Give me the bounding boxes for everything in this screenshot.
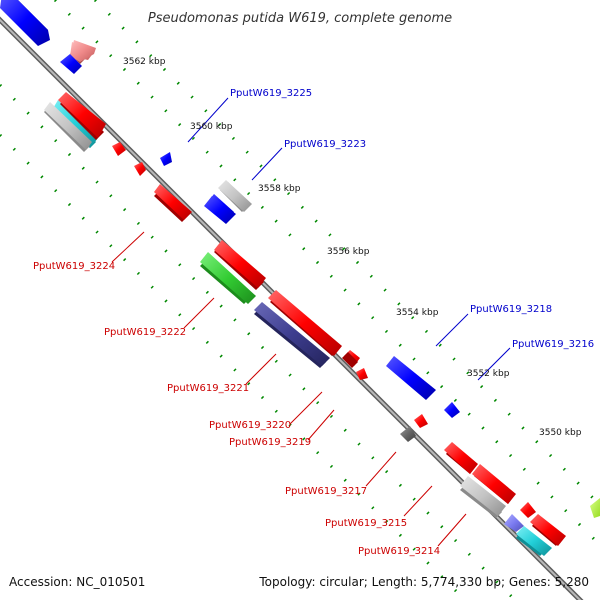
leader-3215: [403, 485, 433, 517]
gene-arrow-red-right-2[interactable]: [472, 464, 516, 504]
map-title: Pseudomonas putida W619, complete genome: [148, 11, 452, 26]
leader-3219: [307, 409, 335, 441]
scale-label-3552: 3552 kbp: [467, 369, 510, 379]
scale-label-3558: 3558 kbp: [258, 184, 301, 194]
gene-box-lime-edge[interactable]: [590, 498, 600, 518]
gene-label-3217[interactable]: PputW619_3217: [285, 486, 367, 497]
gene-arrow-red-3217[interactable]: [414, 414, 428, 428]
gene-box-lavender[interactable]: [504, 514, 524, 532]
scale-label-3554: 3554 kbp: [396, 308, 439, 318]
gene-label-3214[interactable]: PputW619_3214: [358, 546, 440, 557]
gene-arrow-red-3219[interactable]: [356, 368, 368, 380]
gene-label-3225[interactable]: PputW619_3225: [230, 88, 312, 99]
accession-text: Accession: NC_010501: [9, 575, 145, 589]
scale-label-3560: 3560 kbp: [190, 122, 233, 132]
leader-3217: [365, 451, 397, 487]
gene-label-3222[interactable]: PputW619_3222: [104, 327, 186, 338]
gene-box-navy[interactable]: [254, 302, 330, 368]
gene-arrow-red-3222[interactable]: [214, 240, 266, 290]
gene-arrow-red-3221[interactable]: [268, 290, 342, 356]
gene-arrow-blue-top[interactable]: [0, 0, 50, 46]
gene-box-cyan-right[interactable]: [516, 526, 552, 556]
gene-labels-reverse: PputW619_3224 PputW619_3222 PputW619_322…: [33, 261, 440, 557]
gene-label-3216[interactable]: PputW619_3216: [512, 339, 594, 350]
leader-3216: [477, 347, 511, 381]
gene-labels-forward: PputW619_3225 PputW619_3223 PputW619_321…: [230, 88, 594, 350]
leader-3224: [111, 231, 145, 263]
gene-box-darkgray[interactable]: [400, 426, 416, 442]
gene-box-gray-left[interactable]: [44, 102, 92, 152]
gene-features: [0, 0, 600, 556]
gene-arrow-red-3214[interactable]: [530, 514, 566, 546]
gene-label-3220[interactable]: PputW619_3220: [209, 420, 291, 431]
gene-arrow-red-small-2[interactable]: [134, 162, 146, 176]
leader-3223: [251, 147, 283, 181]
scale-labels: 3562 kbp 3560 kbp 3558 kbp 3556 kbp 3554…: [123, 57, 582, 438]
gene-arrow-red-3220[interactable]: [342, 350, 360, 368]
leader-3214: [437, 513, 467, 547]
gene-label-3223[interactable]: PputW619_3223: [284, 139, 366, 150]
gene-arrow-blue-3223[interactable]: [204, 194, 236, 224]
scale-label-3556: 3556 kbp: [327, 247, 370, 257]
scale-label-3550: 3550 kbp: [539, 428, 582, 438]
gene-arrow-red-small-1[interactable]: [112, 142, 126, 156]
gene-label-3224[interactable]: PputW619_3224: [33, 261, 115, 272]
tick-row-outer-reverse: [0, 83, 517, 600]
leader-3220: [289, 391, 323, 425]
gene-label-3215[interactable]: PputW619_3215: [325, 518, 407, 529]
gene-arrow-red-right-1[interactable]: [444, 442, 478, 474]
gene-arrow-blue-3216[interactable]: [444, 402, 460, 418]
gene-arrow-blue-small-1[interactable]: [60, 54, 82, 74]
gene-label-3221[interactable]: PputW619_3221: [167, 383, 249, 394]
label-leaders: [111, 97, 511, 547]
gene-box-gray-3223[interactable]: [218, 180, 252, 212]
leader-3225: [187, 97, 229, 143]
leader-3222: [183, 297, 215, 329]
gene-arrow-blue-small-2[interactable]: [160, 152, 172, 166]
gene-arrow-blue-3218[interactable]: [386, 356, 436, 400]
gene-arrow-red-small-3[interactable]: [520, 502, 536, 518]
gene-box-gray-3215[interactable]: [460, 476, 506, 518]
gene-arrow-red-left[interactable]: [58, 92, 106, 140]
gene-label-3219[interactable]: PputW619_3219: [229, 437, 311, 448]
topology-text: Topology: circular; Length: 5,774,330 bp…: [258, 575, 589, 589]
tick-row-inner-forward: [53, 0, 600, 547]
gene-box-pink[interactable]: [70, 40, 96, 64]
scale-label-3562: 3562 kbp: [123, 57, 166, 67]
gene-box-green[interactable]: [200, 252, 256, 304]
gene-label-3218[interactable]: PputW619_3218: [470, 304, 552, 315]
leader-3218: [435, 313, 469, 347]
leader-3221: [245, 353, 277, 385]
gene-arrow-red-3224[interactable]: [154, 184, 192, 222]
